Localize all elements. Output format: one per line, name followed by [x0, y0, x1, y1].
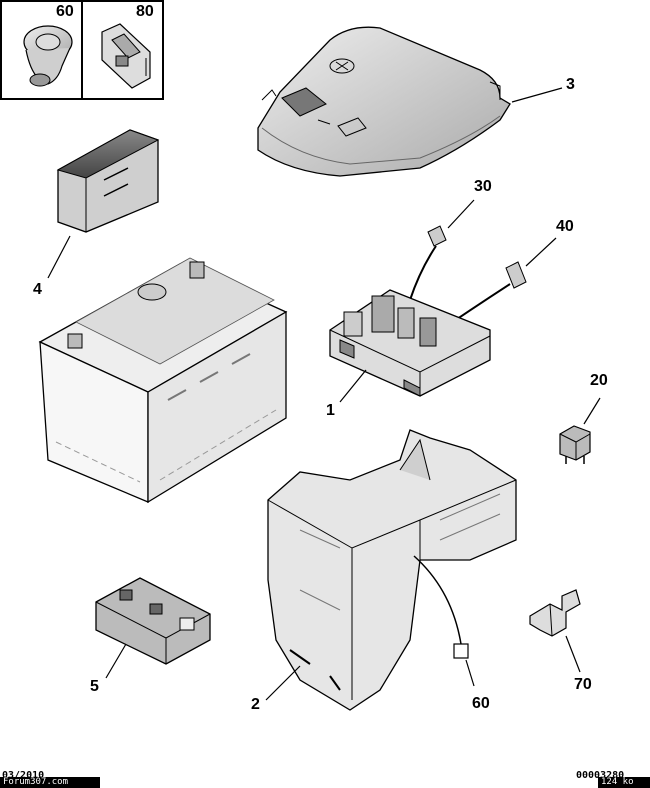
inset-box-80	[81, 0, 164, 100]
footer-reference: 00003280	[576, 770, 625, 781]
part-1-fuse-relay-box[interactable]	[329, 289, 491, 397]
leader-4	[47, 235, 71, 279]
callout-4[interactable]: 4	[33, 281, 42, 298]
leader-1	[339, 369, 367, 403]
part-60-clip[interactable]	[453, 643, 469, 659]
part-70-bracket[interactable]	[529, 589, 581, 637]
part-4-fuse-box[interactable]	[56, 129, 160, 233]
callout-60-inset[interactable]: 60	[56, 3, 74, 20]
callout-30[interactable]: 30	[474, 178, 492, 195]
callout-60[interactable]: 60	[472, 695, 490, 712]
leader-70	[565, 635, 581, 673]
leader-40	[525, 237, 557, 267]
leader-20	[583, 397, 601, 425]
callout-5[interactable]: 5	[90, 678, 99, 695]
callout-70[interactable]: 70	[574, 676, 592, 693]
part-5-connector-block[interactable]	[95, 577, 211, 665]
callout-20[interactable]: 20	[590, 372, 608, 389]
callout-3[interactable]: 3	[566, 76, 575, 93]
leader-3	[511, 87, 563, 103]
part-30-fuse[interactable]	[427, 225, 447, 247]
part-80-clip[interactable]	[101, 23, 151, 89]
footer-size-bar: 124 ko	[598, 777, 650, 788]
part-2-battery-tray[interactable]	[267, 429, 517, 711]
leader-2	[265, 665, 301, 701]
fuse-30-path	[409, 245, 437, 301]
leader-60-label	[465, 659, 475, 687]
part-40-fuse[interactable]	[505, 261, 527, 289]
callout-1[interactable]: 1	[326, 402, 335, 419]
footer-date: 03/2010	[2, 770, 45, 781]
callout-2[interactable]: 2	[251, 696, 260, 713]
leader-60	[413, 555, 462, 645]
part-20-relay[interactable]	[559, 425, 591, 464]
part-60-grommet[interactable]	[23, 25, 73, 87]
part-3-battery-cover[interactable]	[257, 26, 511, 177]
leader-5	[105, 643, 127, 679]
battery[interactable]	[38, 257, 288, 504]
callout-80-inset[interactable]: 80	[136, 3, 154, 20]
leader-30	[447, 199, 475, 229]
footer-site-bar: Forum307.com	[0, 777, 100, 788]
callout-40[interactable]: 40	[556, 218, 574, 235]
